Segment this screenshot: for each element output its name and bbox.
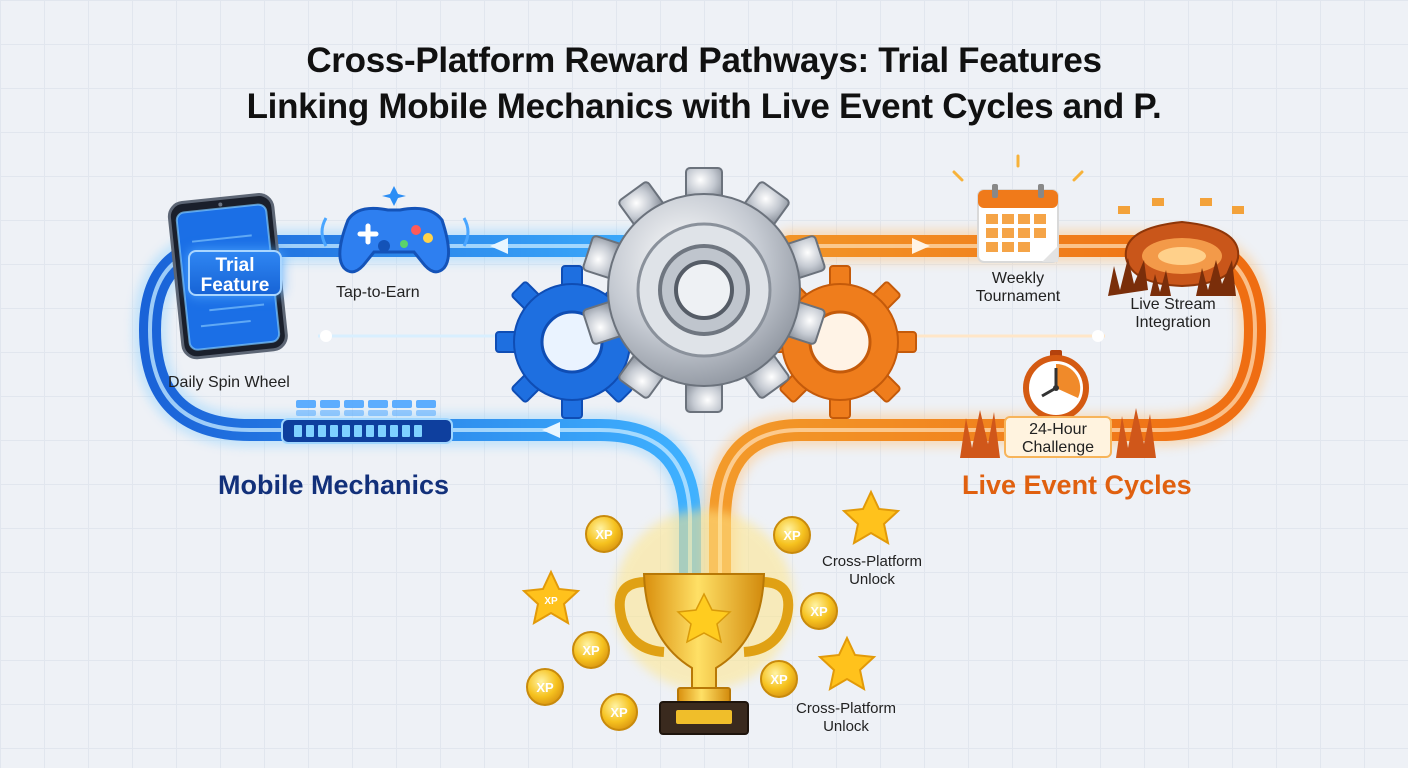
star-icon: XP	[521, 569, 581, 626]
page-title: Cross-Platform Reward Pathways: Trial Fe…	[0, 38, 1408, 130]
xp-coin-text: XP	[783, 528, 801, 543]
stadium-icon	[1118, 198, 1244, 288]
xp-coin-icon: XP	[526, 668, 564, 706]
star-icon	[841, 489, 901, 546]
trophy-icon	[614, 510, 794, 735]
mobile-pathway	[132, 229, 707, 597]
xp-coin-text: XP	[770, 672, 788, 687]
xp-coin-icon: XP	[800, 592, 838, 630]
xp-coin-text: XP	[582, 643, 600, 658]
cross-platform-unlock-label-1: Cross-Platform Unlock	[821, 553, 922, 588]
stars: XP	[521, 489, 901, 692]
star-xp-text: XP	[544, 596, 558, 607]
cross-platform-unlock-label-2: Cross-Platform Unlock	[795, 700, 896, 735]
progress-bar-icon	[281, 400, 453, 444]
xp-coin-icon: XP	[585, 515, 623, 553]
xp-coin-text: XP	[810, 604, 828, 619]
daily-spin-wheel-label: Daily Spin Wheel	[168, 374, 290, 391]
crowd-icon	[960, 408, 1156, 458]
gamepad-icon	[320, 186, 470, 274]
trial-feature-badge: Trial Feature	[188, 250, 282, 296]
calendar-icon	[952, 154, 1084, 263]
xp-coin-text: XP	[610, 705, 628, 720]
crowd-icon	[1108, 258, 1236, 296]
xp-coin-icon: XP	[572, 631, 610, 669]
xp-coin-text: XP	[536, 680, 554, 695]
xp-coins: XP XP XP XP XP XP XP	[526, 515, 838, 731]
xp-coin-text: XP	[595, 527, 613, 542]
mobile-mechanics-heading: Mobile Mechanics	[218, 470, 450, 500]
xp-coin-icon: XP	[773, 516, 811, 554]
gear-icon	[495, 167, 917, 419]
24-hour-challenge-badge: 24-Hour Challenge	[1004, 416, 1112, 458]
star-icon	[817, 635, 877, 692]
title-line-1: Cross-Platform Reward Pathways: Trial Fe…	[306, 41, 1102, 80]
timer-icon	[1023, 350, 1089, 421]
live-stream-integration-label: Live Stream Integration	[1130, 296, 1216, 331]
xp-coin-icon: XP	[600, 693, 638, 731]
title-line-2: Linking Mobile Mechanics with Live Event…	[246, 87, 1162, 126]
xp-coin-icon: XP	[760, 660, 798, 698]
tap-to-earn-label: Tap-to-Earn	[336, 284, 420, 301]
weekly-tournament-label: Weekly Tournament	[975, 270, 1061, 305]
live-event-cycles-heading: Live Event Cycles	[962, 470, 1192, 500]
